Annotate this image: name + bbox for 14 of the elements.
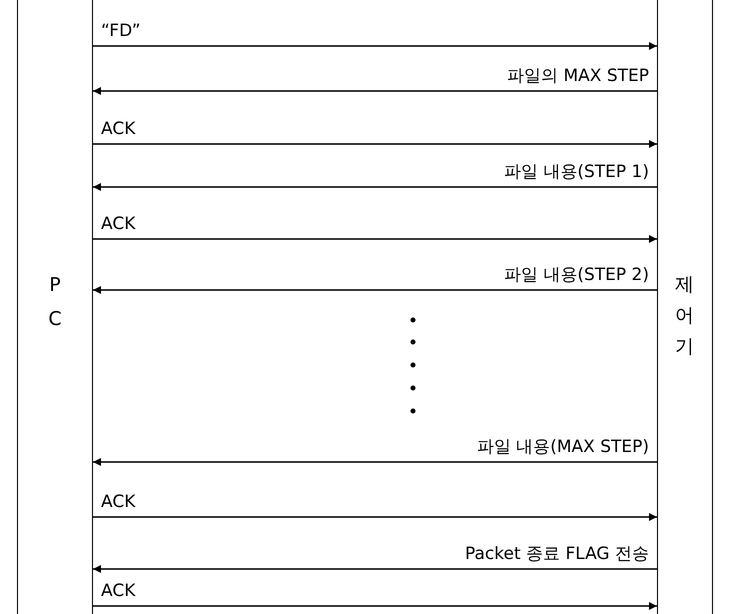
- lifeline-box: [17, 0, 93, 614]
- lifeline-box: [657, 0, 713, 614]
- message-arrow: [93, 235, 657, 243]
- message-arrow: [93, 286, 657, 294]
- message-arrow: [93, 458, 657, 466]
- message-arrow: [93, 87, 657, 95]
- message-arrow: [93, 42, 657, 50]
- participant-name: PC: [44, 274, 66, 342]
- message-arrow: [93, 565, 657, 573]
- message-arrow: [93, 140, 657, 148]
- participant-name: 제어기: [673, 262, 697, 354]
- message-arrow: [93, 513, 657, 521]
- message-arrow: [93, 183, 657, 191]
- message-arrow: [93, 602, 657, 610]
